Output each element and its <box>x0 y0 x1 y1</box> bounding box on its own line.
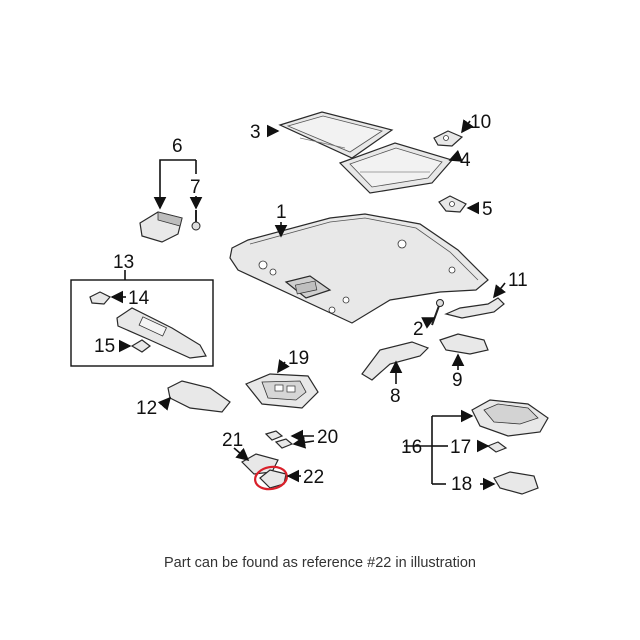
callout-15: 15 <box>94 336 115 357</box>
callout-17: 17 <box>450 437 471 458</box>
callout-6: 6 <box>172 136 183 157</box>
part-20-bulbs <box>264 430 294 449</box>
part-12-trim <box>167 380 231 413</box>
part-18-lens <box>493 471 539 495</box>
part-11-handle <box>444 297 505 319</box>
sun-visor <box>116 307 207 359</box>
part-7-screw <box>191 210 201 231</box>
callout-12: 12 <box>136 398 157 419</box>
callout-2: 2 <box>413 319 424 340</box>
part-5-clip <box>438 195 467 213</box>
part-2-clip <box>431 299 444 326</box>
part-1-headliner <box>229 213 489 324</box>
part-14-clip <box>89 291 111 305</box>
callout-19: 19 <box>288 348 309 369</box>
callout-20: 20 <box>317 427 338 448</box>
callout-11: 11 <box>508 270 528 291</box>
callout-3: 3 <box>250 122 261 143</box>
callout-5: 5 <box>482 199 493 220</box>
part-10-clip <box>433 130 464 147</box>
part-4-panel <box>338 142 454 194</box>
callout-18: 18 <box>451 474 472 495</box>
callout-4: 4 <box>460 150 471 171</box>
callout-labels: 1 2 3 4 5 6 7 8 9 10 11 12 13 14 15 16 1… <box>94 112 528 495</box>
callout-21: 21 <box>222 430 243 451</box>
part-3-panel <box>278 111 394 159</box>
callout-10: 10 <box>470 112 491 133</box>
callout-14: 14 <box>128 288 150 309</box>
part-8-pillar <box>361 341 430 381</box>
part-19-console <box>245 373 319 409</box>
callout-1: 1 <box>276 202 287 223</box>
group-13-box <box>70 279 214 367</box>
part-15-hook <box>130 339 151 353</box>
part-16-lamp <box>471 399 549 437</box>
leader-lines <box>110 119 506 491</box>
callout-22: 22 <box>303 467 324 488</box>
callout-16: 16 <box>401 437 422 458</box>
callout-8: 8 <box>390 386 401 407</box>
part-9-bracket <box>439 333 489 355</box>
callout-9: 9 <box>452 370 463 391</box>
callout-7: 7 <box>190 177 201 198</box>
callout-13: 13 <box>113 252 134 273</box>
part-17-bulb <box>486 441 508 453</box>
part-6-lamp <box>139 211 183 243</box>
caption-text: Part can be found as reference #22 in il… <box>164 555 476 571</box>
